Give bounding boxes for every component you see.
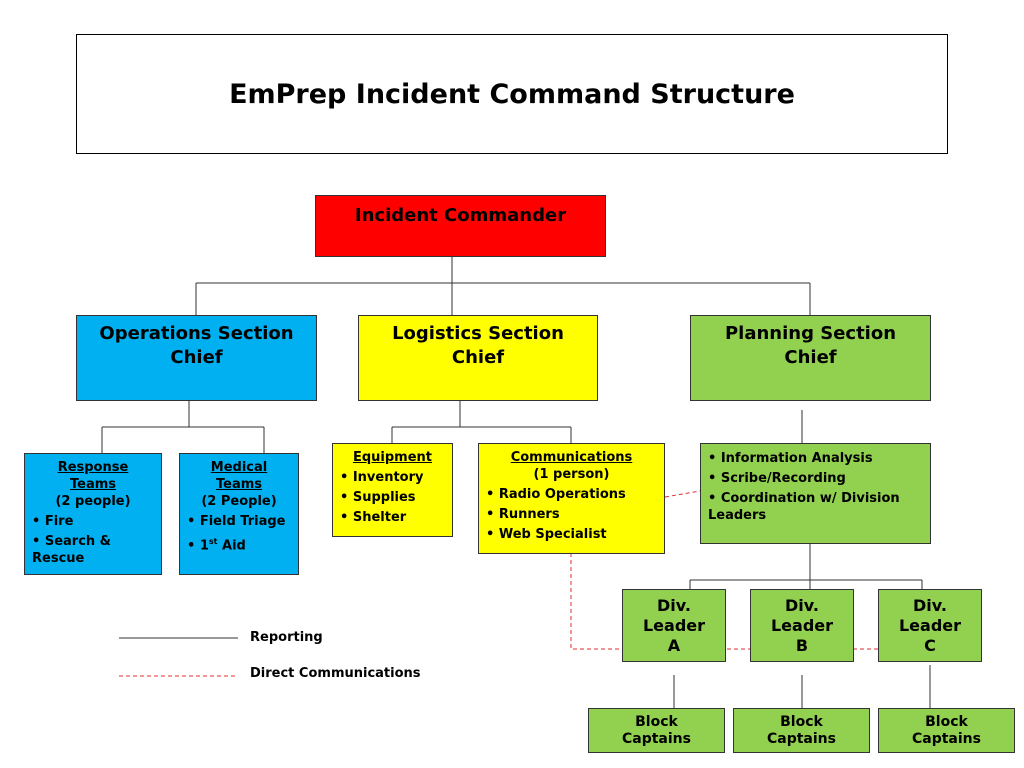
div-leader-a-line2: Leader — [642, 615, 706, 635]
response-teams-header-line1: Response — [57, 460, 129, 475]
legend-direct-communications-label: Direct Communications — [250, 666, 421, 681]
div-leader-c-line1: Div. — [913, 595, 947, 615]
planning-title-line1: Planning Section — [724, 323, 897, 344]
planning-details-box: • Information Analysis • Scribe/Recordin… — [700, 443, 931, 544]
legend-reporting-label: Reporting — [250, 630, 323, 645]
response-teams-box: Response Teams (2 people) • Fire • Searc… — [24, 453, 162, 575]
first-aid-superscript: st — [208, 537, 218, 546]
medical-teams-header-line2: Teams — [215, 477, 262, 492]
communications-count: (1 person) — [533, 467, 610, 482]
div-leader-a-line1: Div. — [657, 595, 691, 615]
first-aid-suffix: Aid — [217, 538, 246, 554]
first-aid-prefix: • 1 — [187, 538, 209, 554]
communications-item-web: • Web Specialist — [486, 527, 607, 542]
div-leader-c-line3: C — [924, 635, 936, 655]
medical-item-first-aid: • 1st Aid — [187, 533, 291, 554]
div-leader-a-line3: A — [667, 635, 681, 655]
planning-item-coordination: • Coordination w/ Division Leaders — [708, 491, 900, 523]
div-leader-b-line2: Leader — [770, 615, 834, 635]
medical-teams-box: Medical Teams (2 People) • Field Triage … — [179, 453, 299, 575]
communications-header: Communications — [510, 450, 633, 465]
block-captains-a-line1: Block — [635, 713, 678, 730]
equipment-item-shelter: • Shelter — [340, 510, 407, 525]
medical-teams-header-line1: Medical — [210, 460, 268, 475]
div-leader-b-line1: Div. — [785, 595, 819, 615]
block-captains-c-line2: Captains — [912, 730, 981, 747]
planning-item-info-analysis: • Information Analysis — [708, 451, 873, 466]
response-teams-header-line2: Teams — [69, 477, 116, 492]
communications-item-runners: • Runners — [486, 507, 560, 522]
page-title: EmPrep Incident Command Structure — [76, 34, 948, 154]
response-item-fire: • Fire — [32, 514, 74, 529]
response-teams-count: (2 people) — [55, 494, 131, 509]
equipment-header: Equipment — [352, 450, 433, 465]
incident-commander-box: Incident Commander — [315, 195, 606, 257]
block-captains-c-line1: Block — [925, 713, 968, 730]
logistics-title-line1: Logistics Section — [392, 323, 564, 344]
operations-title-line1: Operations Section — [99, 323, 294, 344]
block-captains-a-line2: Captains — [622, 730, 691, 747]
planning-item-scribe: • Scribe/Recording — [708, 471, 846, 486]
planning-title-line2: Chief — [784, 347, 837, 368]
planning-section-chief-box: Planning Section Chief — [690, 315, 931, 401]
medical-item-field-triage: • Field Triage — [187, 514, 286, 529]
medical-teams-count: (2 People) — [201, 494, 277, 509]
equipment-box: Equipment • Inventory • Supplies • Shelt… — [332, 443, 453, 537]
communications-box: Communications (1 person) • Radio Operat… — [478, 443, 665, 554]
block-captains-b-line1: Block — [780, 713, 823, 730]
equipment-item-inventory: • Inventory — [340, 470, 424, 485]
operations-title-line2: Chief — [170, 347, 223, 368]
communications-item-radio: • Radio Operations — [486, 487, 626, 502]
equipment-item-supplies: • Supplies — [340, 490, 416, 505]
logistics-section-chief-box: Logistics Section Chief — [358, 315, 598, 401]
div-leader-b-line3: B — [795, 635, 809, 655]
operations-section-chief-box: Operations Section Chief — [76, 315, 317, 401]
div-leader-c-line2: Leader — [898, 615, 962, 635]
block-captains-b-line2: Captains — [767, 730, 836, 747]
logistics-title-line2: Chief — [451, 347, 505, 368]
response-item-search-rescue: • Search & Rescue — [32, 534, 112, 566]
